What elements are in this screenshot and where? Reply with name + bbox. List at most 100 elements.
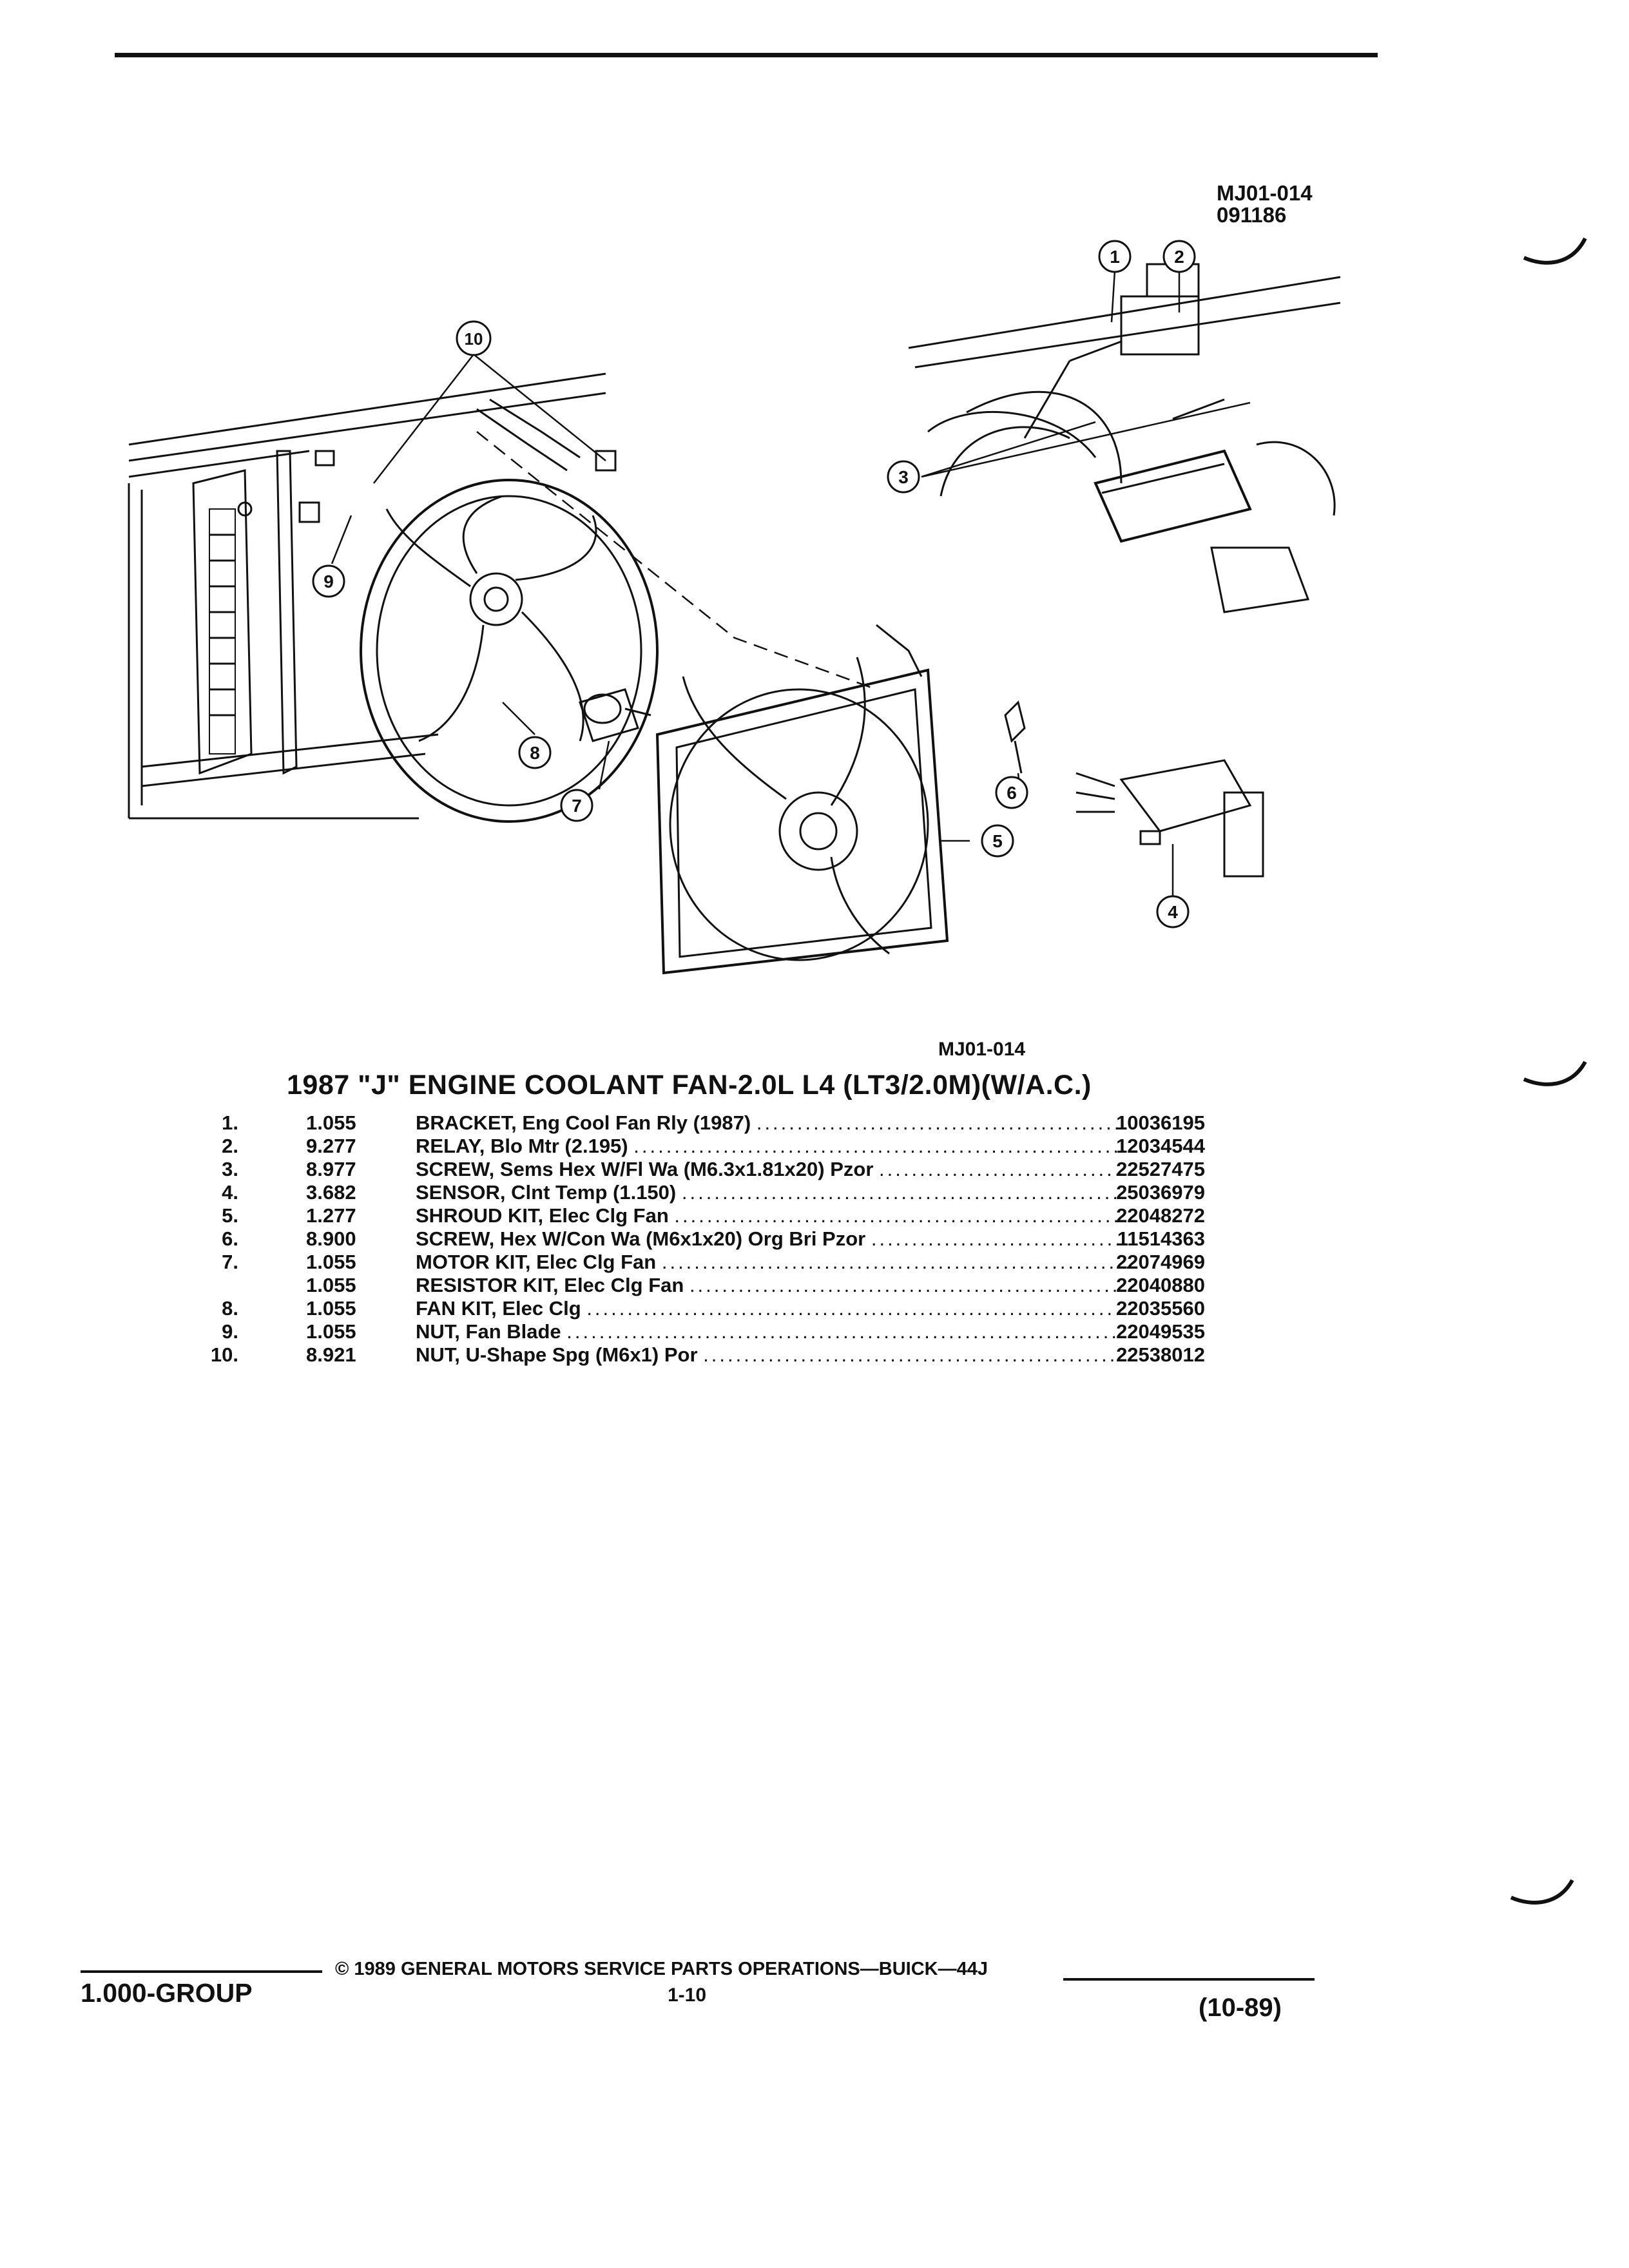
part-number: 11514363 (1117, 1227, 1205, 1250)
callout-10: 10 (465, 329, 483, 349)
leader-dots: ........................................… (681, 1181, 1137, 1204)
part-name: RESISTOR KIT, (416, 1274, 559, 1296)
leader-dots: ........................................… (674, 1204, 1137, 1227)
footer-copyright: © 1989 GENERAL MOTORS SERVICE PARTS OPER… (335, 1959, 988, 1979)
footer-group-label: 1.000-GROUP (81, 1978, 253, 2008)
parts-row: 3. 8.977 SCREW, Sems Hex W/Fl Wa (M6.3x1.8… (187, 1158, 1218, 1181)
part-name: NUT, (416, 1343, 460, 1366)
part-description: SENSOR, Clnt Temp (1.150) ..............… (416, 1181, 1137, 1204)
part-description: SCREW, Hex W/Con Wa (M6x1x20) Org Bri Pz… (416, 1227, 1137, 1251)
part-detail: Elec Clg Fan (564, 1274, 684, 1296)
item-number: 6. (222, 1227, 238, 1250)
top-rule (115, 53, 1378, 57)
part-description: MOTOR KIT, Elec Clg Fan ................… (416, 1251, 1137, 1274)
part-detail: Clnt Temp (1.150) (511, 1181, 677, 1204)
part-number: 22035560 (1116, 1297, 1205, 1320)
leader-dots: ........................................… (586, 1297, 1137, 1320)
footer-date: (10-89) (1199, 1994, 1282, 2022)
part-name: BRACKET, (416, 1111, 517, 1134)
part-detail: Hex W/Con Wa (M6x1x20) Org Bri Pzor (499, 1227, 866, 1250)
item-number: 4. (222, 1181, 238, 1204)
leader-dots: ........................................… (633, 1135, 1137, 1157)
callout-4: 4 (1168, 902, 1178, 922)
part-detail: Sems Hex W/Fl Wa (M6.3x1.81x20) Pzor (499, 1158, 874, 1180)
leader-dots: ........................................… (661, 1251, 1137, 1273)
callout-6: 6 (1007, 783, 1017, 803)
part-number: 25036979 (1116, 1181, 1205, 1204)
leader-dots: ........................................… (871, 1227, 1137, 1250)
part-number: 22074969 (1116, 1251, 1205, 1273)
margin-tick-middle (1523, 1061, 1587, 1086)
part-detail: Fan Blade (465, 1320, 561, 1343)
leader-dots: ........................................… (703, 1343, 1137, 1366)
page-number: 1-10 (668, 1984, 707, 2006)
parts-row: 9. 1.055 NUT, Fan Blade ..................… (187, 1320, 1218, 1343)
part-name: FAN KIT, (416, 1297, 497, 1320)
part-name: NUT, (416, 1320, 460, 1343)
part-number: 22048272 (1116, 1204, 1205, 1227)
group-ref: 1.055 (306, 1320, 356, 1343)
group-ref: 1.055 (306, 1251, 356, 1273)
part-description: NUT, U-Shape Spg (M6x1) Por ............… (416, 1343, 1137, 1367)
group-ref: 1.055 (306, 1297, 356, 1320)
fan-shroud (655, 624, 949, 975)
callout-3: 3 (898, 467, 909, 487)
item-number: 8. (222, 1297, 238, 1320)
margin-tick-top (1523, 237, 1587, 265)
figure-caption: MJ01-014 (938, 1039, 1026, 1060)
parts-list-title: 1987 "J" ENGINE COOLANT FAN-2.0L L4 (LT3… (287, 1070, 1092, 1100)
group-ref: 8.921 (306, 1343, 356, 1366)
part-number: 22040880 (1116, 1274, 1205, 1296)
leader-dots: ........................................… (756, 1111, 1137, 1134)
exploded-view-illustration: 1 2 3 4 5 6 7 8 9 10 (116, 238, 1353, 992)
group-ref: 9.277 (306, 1135, 356, 1157)
part-name: MOTOR KIT, (416, 1251, 531, 1273)
parts-row: 6. 8.900 SCREW, Hex W/Con Wa (M6x1x20) Org… (187, 1227, 1218, 1251)
footer-rule-left (81, 1970, 322, 1973)
part-description: SHROUD KIT, Elec Clg Fan ...............… (416, 1204, 1137, 1227)
engine-bay-view (908, 263, 1341, 613)
footer-rule-right (1063, 1978, 1315, 1981)
group-ref: 8.900 (306, 1227, 356, 1250)
part-detail: Elec Clg Fan (548, 1204, 669, 1227)
group-ref: 8.977 (306, 1158, 356, 1180)
part-description: RELAY, Blo Mtr (2.195) .................… (416, 1135, 1137, 1158)
part-number: 10036195 (1116, 1111, 1205, 1134)
part-description: FAN KIT, Elec Clg ......................… (416, 1297, 1137, 1320)
parts-row: 8. 1.055 FAN KIT, Elec Clg ...............… (187, 1297, 1218, 1320)
part-number: 12034544 (1116, 1135, 1205, 1157)
item-number: 3. (222, 1158, 238, 1180)
callout-9: 9 (323, 572, 334, 591)
part-detail: Elec Clg (502, 1297, 581, 1320)
fan-blade (360, 479, 659, 823)
part-description: SCREW, Sems Hex W/Fl Wa (M6.3x1.81x20) P… (416, 1158, 1137, 1181)
leader-dots: ........................................… (566, 1320, 1137, 1343)
parts-row: 2. 9.277 RELAY, Blo Mtr (2.195) ..........… (187, 1135, 1218, 1158)
item-number: 5. (222, 1204, 238, 1227)
radiator-support (128, 372, 617, 820)
parts-row: 5. 1.277 SHROUD KIT, Elec Clg Fan ........… (187, 1204, 1218, 1227)
item-number: 7. (222, 1251, 238, 1273)
item-number: 9. (222, 1320, 238, 1343)
group-ref: 1.277 (306, 1204, 356, 1227)
part-detail: Elec Clg Fan (536, 1251, 657, 1273)
group-ref: 1.055 (306, 1274, 356, 1296)
part-description: RESISTOR KIT, Elec Clg Fan .............… (416, 1274, 1137, 1297)
margin-tick-bottom (1510, 1879, 1574, 1905)
callout-8: 8 (530, 743, 540, 763)
leader-dots: ........................................… (879, 1158, 1137, 1180)
sensor-detail-view (1075, 759, 1264, 878)
callout-1: 1 (1110, 247, 1120, 267)
item-number: 2. (222, 1135, 238, 1157)
callout-2: 2 (1174, 247, 1184, 267)
part-detail: Blo Mtr (2.195) (490, 1135, 628, 1157)
part-name: SENSOR, (416, 1181, 506, 1204)
part-number: 22538012 (1116, 1343, 1205, 1366)
callout-7: 7 (572, 796, 582, 816)
part-number: 22527475 (1116, 1158, 1205, 1180)
part-number: 22049535 (1116, 1320, 1205, 1343)
